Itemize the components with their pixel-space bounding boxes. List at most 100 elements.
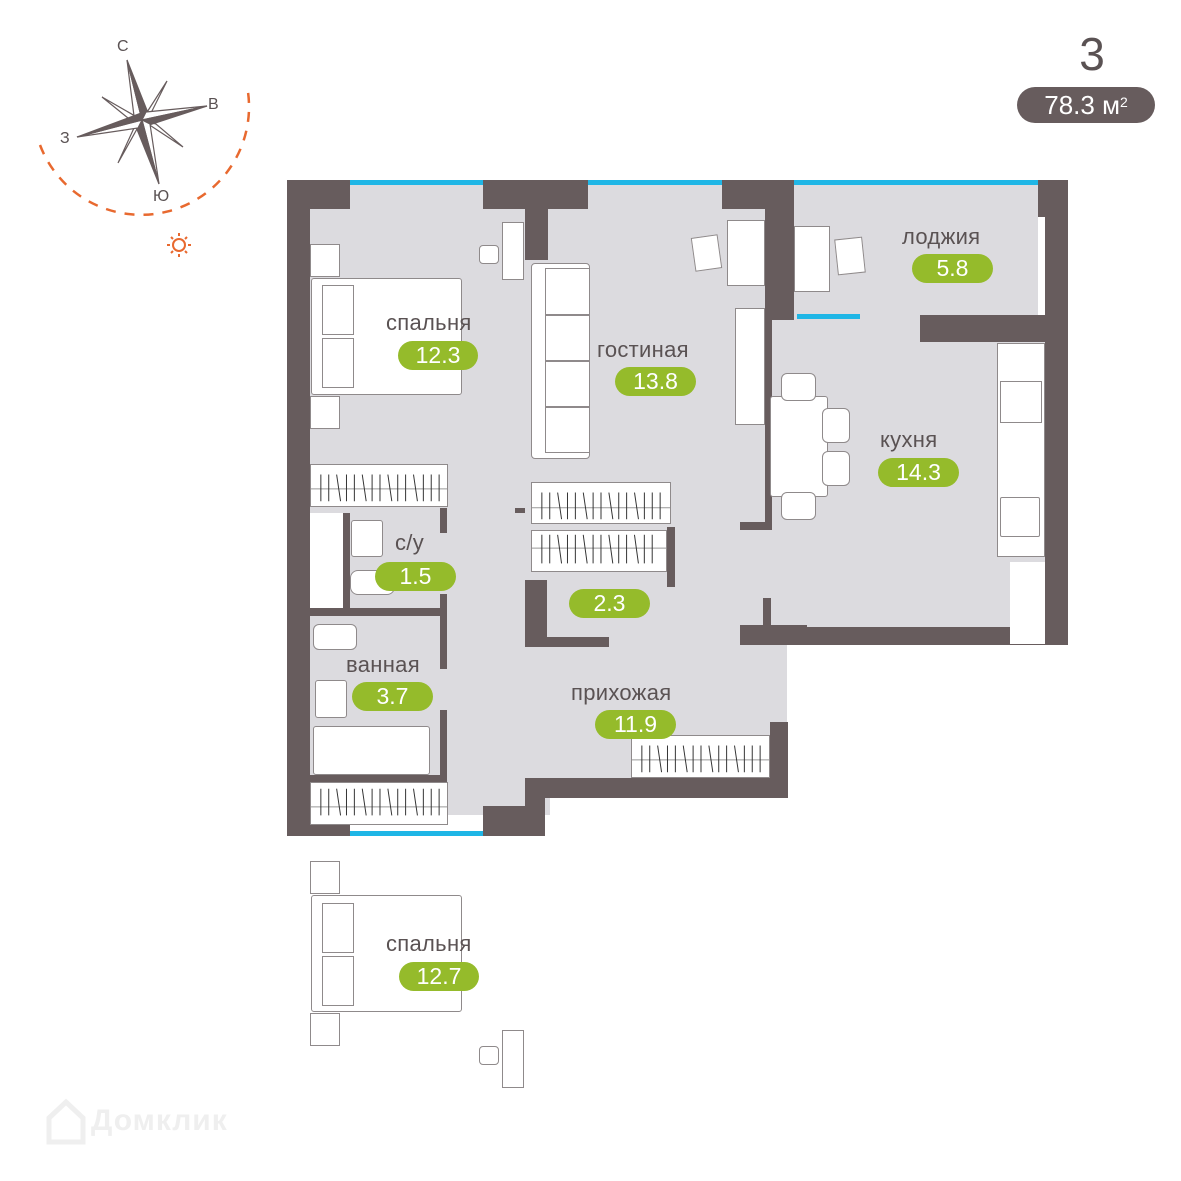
- loggia-chair: [834, 236, 866, 276]
- room-area-storage: 2.3: [569, 589, 650, 618]
- compass-south-label: Ю: [153, 188, 170, 205]
- nightstand: [310, 244, 340, 277]
- pillow: [322, 903, 354, 953]
- sofa-cushion: [545, 407, 590, 453]
- compass-star-icon: [38, 59, 251, 257]
- loggia-table: [794, 226, 830, 292]
- wall-wc-bath: [310, 608, 447, 616]
- sofa-cushion: [545, 315, 590, 361]
- window-loggia: [794, 180, 1038, 185]
- watermark-text: Домклик: [91, 1103, 228, 1137]
- wall-left-outer: [287, 180, 310, 836]
- room-area-hallway: 11.9: [595, 710, 676, 739]
- wall-kitchen-door-stub: [763, 598, 771, 628]
- sun-icon: [167, 233, 191, 257]
- desk: [502, 1030, 524, 1088]
- washing-machine: [313, 624, 357, 650]
- compass-west-label: З: [60, 130, 70, 147]
- wall-bath-bottom: [310, 775, 447, 782]
- window-kitchen-loggia: [797, 314, 860, 319]
- chair: [479, 245, 499, 264]
- tv-stand: [735, 308, 765, 425]
- wall-wc-right-b: [440, 594, 447, 619]
- wall-bedroom-living: [525, 180, 548, 260]
- stove: [1000, 381, 1042, 423]
- chair: [479, 1046, 499, 1065]
- desk: [727, 220, 765, 286]
- room-name-bathroom: ванная: [346, 652, 420, 677]
- wall-storage-right: [667, 527, 675, 587]
- wall-kitchen-corner: [740, 522, 772, 530]
- bathtub: [313, 726, 430, 775]
- bath-sink: [315, 680, 347, 718]
- total-area-value: 78.3 м: [1044, 90, 1120, 120]
- dining-chair: [781, 373, 816, 401]
- room-area-bathroom: 3.7: [352, 682, 433, 711]
- compass-east-label: В: [208, 96, 219, 113]
- wall-storage-bottom: [547, 637, 609, 647]
- wall-bath-right-a: [440, 616, 447, 669]
- wall-loggia-kitchen: [920, 315, 1068, 342]
- sink: [1000, 497, 1040, 537]
- room-area-wc: 1.5: [375, 562, 456, 591]
- pillow: [322, 285, 354, 335]
- wall-right-outer: [1045, 180, 1068, 645]
- wall-bath-right-b: [440, 710, 447, 782]
- room-area-kitchen: 14.3: [878, 458, 959, 487]
- wall-kitchen-bottom-stub: [740, 625, 807, 635]
- desk: [502, 222, 524, 280]
- dining-chair: [781, 492, 816, 520]
- room-name-hallway: прихожая: [571, 680, 672, 705]
- sofa-cushion: [545, 268, 590, 315]
- wall-wc-left: [343, 513, 350, 610]
- wardrobe: [631, 735, 770, 778]
- room-area-bedroom-1: 12.3: [398, 341, 478, 370]
- window-living: [588, 180, 722, 185]
- wardrobe: [531, 530, 667, 572]
- floor-loggia: [793, 180, 1038, 315]
- wardrobe: [310, 464, 448, 507]
- wall-living-kitchen-lower: [765, 318, 772, 528]
- pillow: [322, 956, 354, 1006]
- sofa-cushion: [545, 361, 590, 407]
- room-area-living-room: 13.8: [615, 367, 696, 396]
- room-name-living-room: гостиная: [597, 337, 689, 362]
- fridge: [1010, 562, 1045, 644]
- room-name-kitchen: кухня: [880, 427, 938, 452]
- pillow: [322, 338, 354, 388]
- wc-boiler: [310, 513, 343, 608]
- room-name-bedroom-2: спальня: [386, 931, 472, 956]
- room-name-bedroom-1: спальня: [386, 310, 472, 335]
- sun-path-arc: [38, 91, 251, 217]
- wall-living-kitchen: [765, 180, 794, 320]
- wc-sink: [351, 520, 383, 557]
- area-unit-superscript: 2: [1119, 94, 1128, 110]
- nightstand: [310, 1013, 340, 1046]
- wall-bottom-right: [483, 806, 545, 836]
- window-bedroom-1: [350, 180, 483, 185]
- wall-storage-left: [525, 580, 547, 647]
- compass-rose: С В Ю З: [0, 0, 280, 270]
- dining-table: [770, 396, 828, 497]
- nightstand: [310, 396, 340, 429]
- wall-top-left-a: [287, 180, 350, 209]
- total-area-badge: 78.3 м2: [1017, 87, 1155, 123]
- house-icon: [46, 1098, 86, 1145]
- compass-north-label: С: [117, 38, 129, 55]
- dining-chair: [822, 451, 850, 486]
- dining-chair: [822, 408, 850, 443]
- wall-kitchen-bottom: [740, 627, 1068, 645]
- wall-hall-bottom: [525, 778, 788, 798]
- wall-wc-right-a: [440, 508, 447, 533]
- wall-bedroom-living-lower: [515, 508, 525, 513]
- room-area-loggia: 5.8: [912, 254, 993, 283]
- nightstand: [310, 861, 340, 894]
- armchair: [690, 234, 723, 272]
- room-name-loggia: лоджия: [902, 224, 981, 249]
- room-name-wc: с/у: [395, 530, 425, 555]
- window-bedroom-2: [350, 831, 483, 836]
- watermark-logo: Домклик: [45, 1098, 228, 1146]
- room-area-bedroom-2: 12.7: [399, 962, 479, 991]
- wardrobe: [531, 482, 671, 524]
